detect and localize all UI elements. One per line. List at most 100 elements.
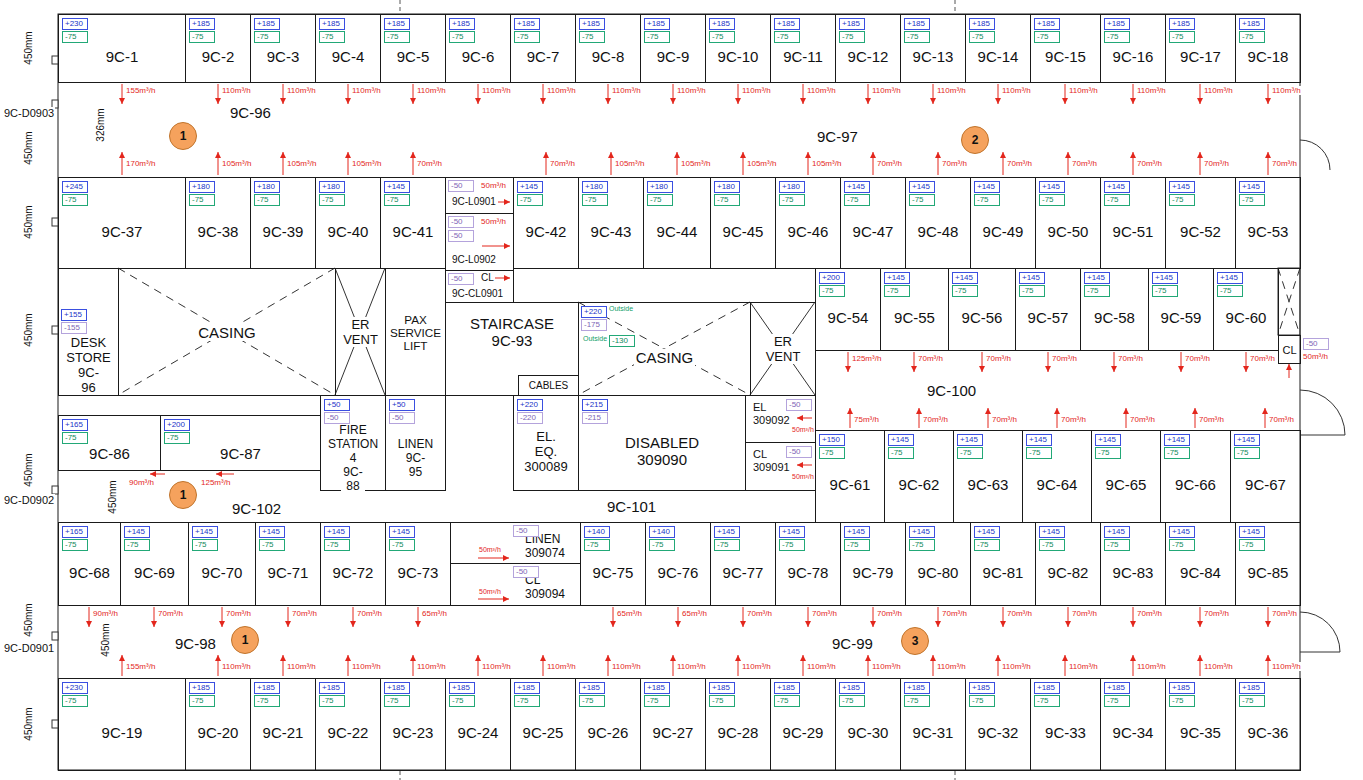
room-name: 9C-79 [851, 564, 896, 581]
airflow-arrow [288, 607, 289, 627]
airflow-tag: -75 [389, 539, 415, 551]
room-name: 9C-44 [655, 223, 700, 240]
airflow-arrow [1065, 655, 1066, 676]
dimension-label: 9C-D0901 [3, 642, 55, 654]
room-box: 9C-66+145-75 [1160, 430, 1231, 523]
airflow-arrow [283, 152, 284, 175]
room-box: 9C-15+185-75 [1030, 14, 1101, 83]
airflow-tag: -75 [62, 31, 88, 43]
room-box: 9C-50+145-75 [1035, 177, 1101, 269]
airflow-tag: -75 [319, 695, 345, 707]
room-box: 9C-84+145-75 [1165, 522, 1236, 606]
airflow-label: 110m³/h [1271, 662, 1302, 671]
room-box: DESK STORE9C-96+155-155 [58, 268, 119, 396]
airflow-tag: -175 [581, 319, 607, 331]
airflow-tag: +185 [514, 682, 540, 694]
airflow-label: 70m³/h [1051, 354, 1078, 363]
room-name: 9C-93 [490, 332, 535, 349]
airflow-tag: -75 [1239, 31, 1265, 43]
airflow-tag: +185 [969, 682, 995, 694]
airflow-tag: +145 [844, 526, 870, 538]
room-box: 9C-13+185-75 [900, 14, 966, 83]
airflow-tag: -75 [319, 31, 345, 43]
airflow-tag: -50 [786, 399, 812, 411]
name-group: 9C-L0901 [450, 196, 498, 208]
airflow-tag: +145 [1104, 181, 1130, 193]
airflow-label: 70m³/h [1271, 609, 1298, 618]
airflow-arrow [608, 655, 609, 676]
airflow-label: 110m³/h [351, 662, 382, 671]
dimension-label: 450mm [23, 130, 34, 165]
room-name: CABLES [527, 380, 570, 392]
room-name: 9C-39 [261, 223, 306, 240]
airflow-tag: -75 [189, 695, 215, 707]
airflow-arrow [1181, 352, 1182, 372]
airflow-label: 125m³/h [851, 354, 882, 363]
airflow-arrow [1065, 84, 1066, 104]
room-name: 9C-14 [976, 48, 1021, 65]
room-name: 9C-31 [911, 724, 956, 741]
airflow-label: 70m³/h [1071, 609, 1098, 618]
room-box: 9C-41+145-75 [380, 177, 446, 269]
airflow-label: 70m³/h [1136, 159, 1163, 168]
room-box: 9C-85+145-75 [1235, 522, 1301, 606]
room-name: 9C-57 [1026, 309, 1071, 326]
room-name: 9C-30 [846, 724, 891, 741]
room-name: 9C-29 [781, 724, 826, 741]
callout-circle: 3 [901, 627, 929, 655]
name-group: FIRE STATION 49C-88 [321, 426, 385, 490]
name-group: 9C-CL0901 [450, 288, 505, 300]
room-box: 9C-23+185-75 [380, 678, 446, 771]
room-box: 9C-64+145-75 [1022, 430, 1092, 523]
airflow-tag: +185 [644, 682, 670, 694]
airflow-label: 70m³/h [549, 159, 576, 168]
airflow-tag: -75 [1026, 447, 1052, 459]
airflow-tag: -50 [448, 230, 474, 242]
airflow-arrow [608, 84, 609, 104]
room-name: 9C-67 [1243, 476, 1288, 493]
airflow-tag: -50 [513, 566, 539, 578]
room-name: 9C-37 [100, 223, 145, 240]
airflow-tag: +145 [124, 526, 150, 538]
name-group: LINEN9C-95 [386, 426, 445, 490]
airflow-arrow [998, 655, 999, 676]
airflow-tag: +140 [649, 526, 675, 538]
airflow-tag: +220 [517, 399, 543, 411]
airflow-arrow [1133, 84, 1134, 104]
airflow-tag: -75 [324, 539, 350, 551]
airflow-label: 90m³/h [92, 609, 119, 618]
airflow-arrow [982, 352, 983, 372]
airflow-tag: +185 [384, 682, 410, 694]
airflow-label: 65m³/h [616, 609, 643, 618]
room-name: 9C-17 [1178, 48, 1223, 65]
airflow-label: 110m³/h [1203, 662, 1234, 671]
airflow-arrow [482, 246, 510, 247]
airflow-arrow [1289, 364, 1290, 378]
airflow-label: 65m³/h [681, 609, 708, 618]
airflow-tag: -75 [844, 539, 870, 551]
name-group: CL [1279, 338, 1300, 363]
airflow-tag: +145 [909, 181, 935, 193]
airflow-tag: +185 [1104, 18, 1130, 30]
airflow-tag: +165 [62, 526, 88, 538]
airflow-arrow [808, 607, 809, 627]
room-name: CL [751, 448, 769, 461]
airflow-arrow [868, 84, 869, 104]
room-name: DISABLED [623, 434, 701, 451]
room-box: 9C-46+180-75 [775, 177, 841, 269]
airflow-label: 110m³/h [481, 86, 512, 95]
airflow-tag: -75 [844, 194, 870, 206]
room-name: 9C-20 [196, 724, 241, 741]
room-box: 9C-18+185-75 [1235, 14, 1301, 83]
name-group: ER VENT [336, 269, 385, 395]
airflow-tag: -220 [517, 412, 543, 424]
airflow-label: 70m³/h [1271, 159, 1298, 168]
callout-number: 1 [180, 488, 187, 502]
airflow-tag: +145 [1039, 181, 1065, 193]
room-box: 9C-58+145-75 [1080, 268, 1149, 351]
airflow-tag: -75 [1039, 539, 1065, 551]
airflow-tag: +185 [514, 18, 540, 30]
room-box: CL-50 [1278, 335, 1301, 364]
airflow-tag: -75 [1084, 285, 1110, 297]
airflow-label: 110m³/h [611, 662, 642, 671]
